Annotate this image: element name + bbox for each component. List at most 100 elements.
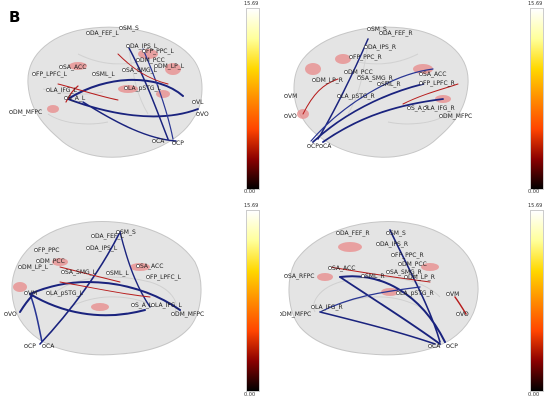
brain-surface <box>288 221 479 356</box>
node-marker <box>61 270 65 274</box>
colorbar-min-label: 0.00 <box>528 392 540 398</box>
node-marker <box>34 248 38 252</box>
node-label: FP_LPFC_L <box>150 274 182 281</box>
node-label: VL <box>196 99 204 106</box>
node-label: DM_PCC <box>140 57 165 64</box>
brain-view-right-lateral: SM_SDA_FEF_RDA_IPS_RFP_PPC_RDM_PCCSA_SMG… <box>284 26 472 158</box>
node-marker <box>311 305 315 309</box>
node-marker <box>46 291 50 295</box>
node-marker <box>122 68 126 72</box>
node-marker <box>146 275 150 279</box>
node-marker <box>126 44 130 48</box>
node-marker <box>377 82 381 86</box>
node-label: CP <box>450 343 458 350</box>
node-label: CA <box>432 343 441 350</box>
node-marker <box>391 253 395 257</box>
node-label: LA_pSTG_R <box>400 290 434 297</box>
node-label: DM_MFPC <box>175 311 204 318</box>
panel-letter: B <box>9 8 21 26</box>
node-label: SA_RFPC <box>288 273 314 280</box>
node-marker <box>404 275 408 279</box>
node-marker <box>4 312 8 316</box>
node-marker <box>136 58 140 62</box>
node-marker <box>386 270 390 274</box>
node-label: LA_pSTG_L <box>128 85 162 92</box>
activation-patches <box>47 49 181 113</box>
node-label: CA <box>156 138 165 145</box>
node-label: FP_PPC_R <box>395 252 424 259</box>
node-label: DM_LP_R <box>316 77 343 84</box>
node-marker <box>86 246 90 250</box>
node-marker <box>337 94 341 98</box>
node-label: FP_LPFC_R <box>423 80 455 87</box>
node-label: DA_FEF_R <box>340 230 369 237</box>
node-marker <box>136 264 140 268</box>
brain-view-left-medial: SM_SDA_FEF_LDA_IPS_LFP_PPCDM_PCCDM_LP_LS… <box>4 221 204 356</box>
node-marker <box>328 266 332 270</box>
node-label: SA_ACC <box>423 71 446 78</box>
connectivity-edges <box>57 45 199 142</box>
node-label: SA_ACC <box>63 64 86 71</box>
node-label: SA_SMG_L <box>126 67 158 74</box>
node-marker <box>386 231 390 235</box>
node-label: SML_L <box>110 270 129 277</box>
node-marker <box>407 106 411 110</box>
node-label: VO <box>200 111 209 118</box>
colorbar-gradient <box>246 210 260 392</box>
node-marker <box>196 112 200 116</box>
node-label: VO <box>460 311 469 318</box>
node-marker <box>312 78 316 82</box>
node-marker <box>142 49 146 53</box>
node-marker <box>172 141 176 145</box>
node-label: LA_IFG_L <box>155 302 182 309</box>
node-label: LA_IFG_R <box>427 105 455 112</box>
node-marker <box>319 144 323 148</box>
node-label: DM_LP_R <box>408 274 435 281</box>
node-label: SML_R <box>365 273 385 280</box>
colorbar-min-label: 0.00 <box>244 189 256 195</box>
node-label: VM <box>288 93 297 100</box>
node-label: VM <box>450 291 459 298</box>
node-label: VO <box>8 311 17 318</box>
colorbar-max-label: 15.69 <box>244 203 259 209</box>
node-marker <box>357 76 361 80</box>
node-marker <box>428 344 432 348</box>
node-marker <box>131 303 135 307</box>
node-marker <box>284 94 288 98</box>
node-label: VM <box>28 290 37 297</box>
connectivity-edges <box>302 38 459 143</box>
node-labels: SM_SDA_FEF_LDA_IPS_LFP_PPCDM_PCCDM_LP_LS… <box>4 229 204 350</box>
node-marker <box>192 100 196 104</box>
colorbar-min-label: 0.00 <box>244 392 256 398</box>
node-marker <box>364 45 368 49</box>
node-marker <box>376 242 380 246</box>
node-marker <box>396 291 400 295</box>
node-marker <box>46 88 50 92</box>
node-label: SM_S <box>123 25 139 32</box>
node-label: DA_IPS_L <box>130 43 158 50</box>
node-marker <box>349 55 353 59</box>
node-label: DA_IPS_R <box>368 44 396 51</box>
node-label: DA_FEF_R <box>383 30 412 37</box>
node-marker <box>154 64 158 68</box>
node-label: S_A_R <box>411 105 429 112</box>
node-marker <box>423 106 427 110</box>
node-marker <box>280 312 282 316</box>
node-label: SML_R <box>381 81 401 88</box>
colorbar-gradient <box>246 8 260 190</box>
node-marker <box>36 259 40 263</box>
node-label: DM_PCC <box>40 258 65 265</box>
connectivity-edges <box>19 231 181 345</box>
node-label: CP <box>311 143 319 150</box>
node-marker <box>152 139 156 143</box>
node-marker <box>59 65 63 69</box>
brain-view-left-lateral: SM_SDA_FEF_LDA_IPS_LFP_PPC_LDM_PCCDM_LP_… <box>9 25 209 158</box>
node-marker <box>119 26 123 30</box>
node-marker <box>18 265 22 269</box>
colorbar-min-label: 0.00 <box>528 189 540 195</box>
node-label: FP_LPFC_L <box>36 71 68 78</box>
node-label: DA_IPS_R <box>380 241 408 248</box>
activation-patches <box>13 258 150 311</box>
node-label: DA_IPS_L <box>90 245 118 252</box>
